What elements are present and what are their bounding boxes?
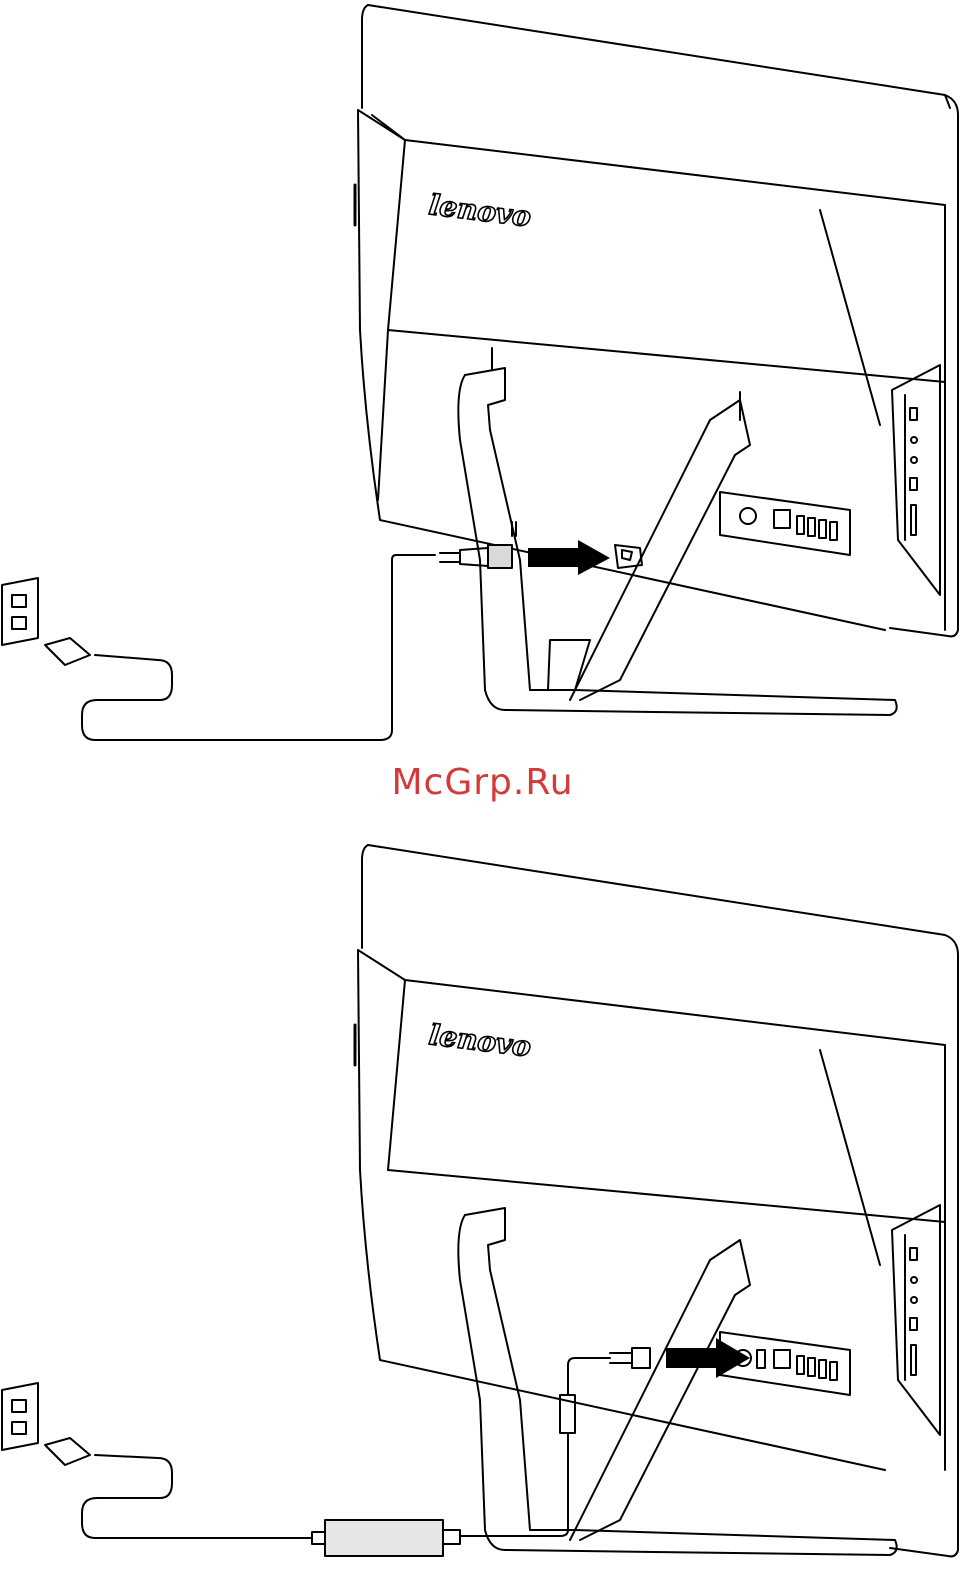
monitor-rear-illustration: lenovo [0,830,965,1576]
brand-logo: lenovo [427,1018,533,1063]
watermark: McGrp.Ru [0,762,965,803]
figure-ac-cord-setup: lenovo [0,0,965,760]
brand-logo: lenovo [427,188,533,233]
figure-adapter-setup: lenovo [0,830,965,1576]
monitor-rear-illustration: lenovo [0,0,965,760]
